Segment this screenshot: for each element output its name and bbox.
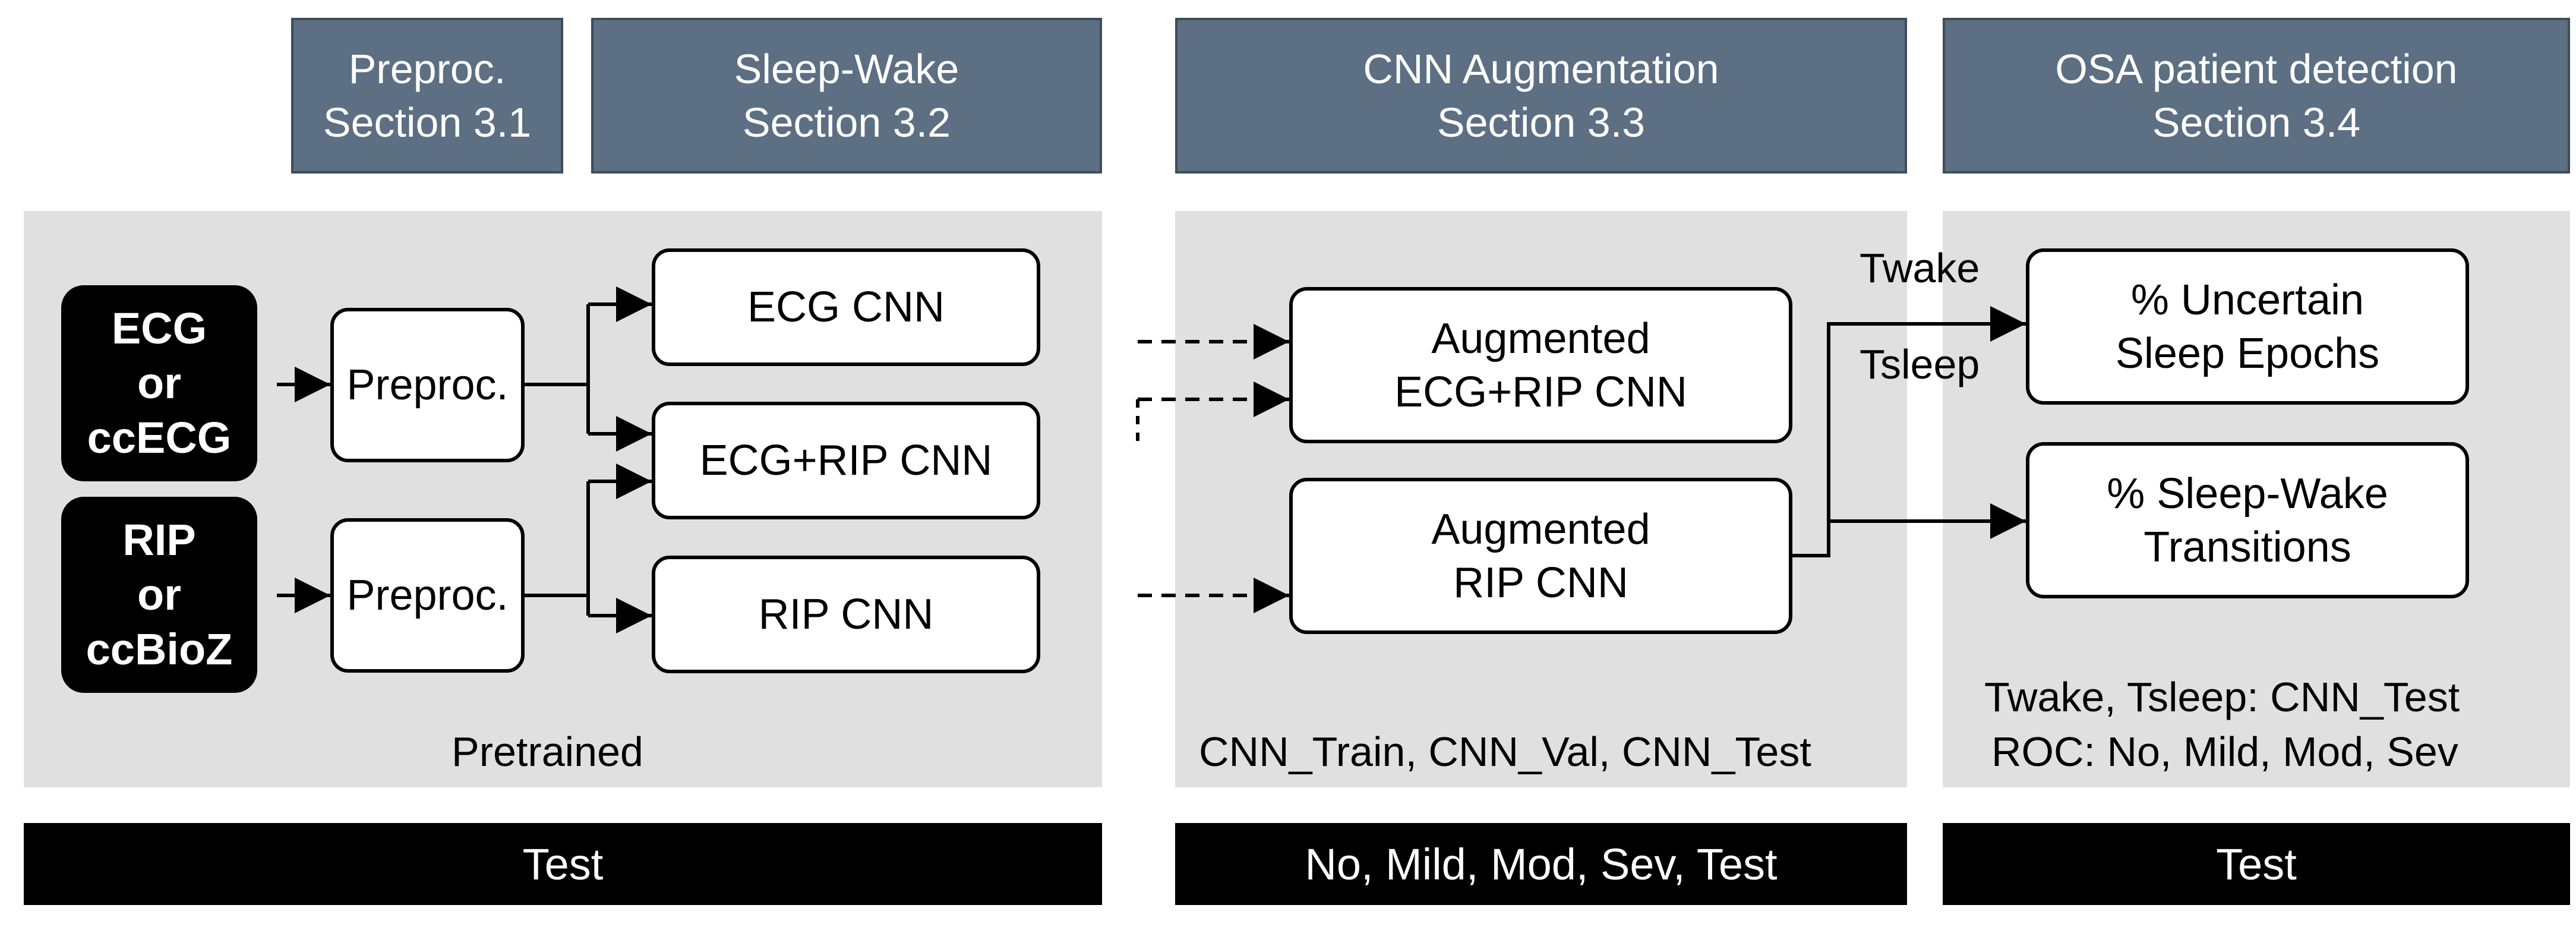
osa-roc-note: ROC: No, Mild, Mod, Sev (1991, 729, 2458, 775)
footer-severity-sets: No, Mild, Mod, Sev, Test (1175, 823, 1907, 905)
cnn-sets-note: CNN_Train, CNN_Val, CNN_Test (1199, 729, 1811, 775)
tsleep-label: Tsleep (1860, 341, 1980, 387)
augmented-ecg-rip-line2: ECG+RIP CNN (1394, 368, 1687, 416)
header-osa-detection-section: Section 3.4 (2152, 99, 2361, 146)
twake-label: Twake (1860, 245, 1980, 291)
input-ecg-line2: or (137, 358, 181, 408)
ecg-cnn-box: ECG CNN (652, 248, 1040, 366)
augmented-ecg-rip-cnn-box: Augmented ECG+RIP CNN (1289, 287, 1792, 443)
preproc-box-ecg: Preproc. (330, 308, 525, 462)
line-aug-rip-out (1792, 306, 2026, 557)
header-cnn-augmentation-title: CNN Augmentation (1363, 46, 1719, 92)
footer-test-left: Test (24, 823, 1102, 905)
uncertain-line1: % Uncertain (2130, 276, 2365, 324)
footer-test-left-label: Test (522, 839, 604, 889)
augmented-rip-line2: RIP CNN (1453, 559, 1628, 607)
input-ecg: ECG or ccECG (61, 285, 257, 481)
header-cnn-augmentation: CNN Augmentation Section 3.3 (1175, 18, 1907, 174)
augmented-ecg-rip-line1: Augmented (1431, 314, 1650, 362)
osa-thresholds-note: Twake, Tsleep: CNN_Test (1984, 674, 2460, 720)
preproc-box-ecg-label: Preproc. (346, 361, 509, 409)
preproc-box-rip: Preproc. (330, 518, 525, 673)
uncertain-sleep-epochs-box: % Uncertain Sleep Epochs (2026, 248, 2469, 405)
pretrained-note: Pretrained (452, 729, 643, 775)
header-sleep-wake: Sleep-Wake Section 3.2 (591, 18, 1102, 174)
footer-test-right: Test (1943, 823, 2570, 905)
ecg-cnn-label: ECG CNN (747, 283, 945, 331)
sleep-wake-transitions-box: % Sleep-Wake Transitions (2026, 442, 2469, 598)
augmented-rip-line1: Augmented (1431, 505, 1650, 553)
transitions-line1: % Sleep-Wake (2107, 469, 2388, 518)
uncertain-line2: Sleep Epochs (2115, 329, 2380, 377)
header-sleep-wake-title: Sleep-Wake (734, 46, 959, 92)
rip-cnn-box: RIP CNN (652, 556, 1040, 673)
ecg-rip-cnn-box: ECG+RIP CNN (652, 402, 1040, 519)
preproc-box-rip-label: Preproc. (346, 572, 509, 619)
input-rip-line2: or (137, 570, 181, 619)
header-preproc: Preproc. Section 3.1 (291, 18, 563, 174)
header-preproc-section: Section 3.1 (323, 99, 532, 146)
footer-test-right-label: Test (2216, 839, 2297, 889)
ecg-rip-cnn-label: ECG+RIP CNN (699, 437, 993, 484)
input-rip: RIP or ccBioZ (61, 497, 257, 693)
header-cnn-augmentation-section: Section 3.3 (1437, 99, 1646, 146)
header-sleep-wake-section: Section 3.2 (742, 99, 951, 146)
augmented-rip-cnn-box: Augmented RIP CNN (1289, 478, 1792, 634)
header-osa-detection: OSA patient detection Section 3.4 (1943, 18, 2570, 174)
input-rip-line3: ccBioZ (86, 625, 233, 674)
rip-cnn-label: RIP CNN (758, 591, 934, 638)
transitions-line2: Transitions (2143, 523, 2351, 571)
input-ecg-line1: ECG (111, 304, 207, 353)
header-osa-detection-title: OSA patient detection (2055, 46, 2458, 92)
input-ecg-line3: ccECG (87, 413, 232, 462)
footer-severity-sets-label: No, Mild, Mod, Sev, Test (1305, 839, 1778, 889)
input-rip-line1: RIP (122, 515, 196, 565)
header-preproc-title: Preproc. (348, 46, 506, 92)
